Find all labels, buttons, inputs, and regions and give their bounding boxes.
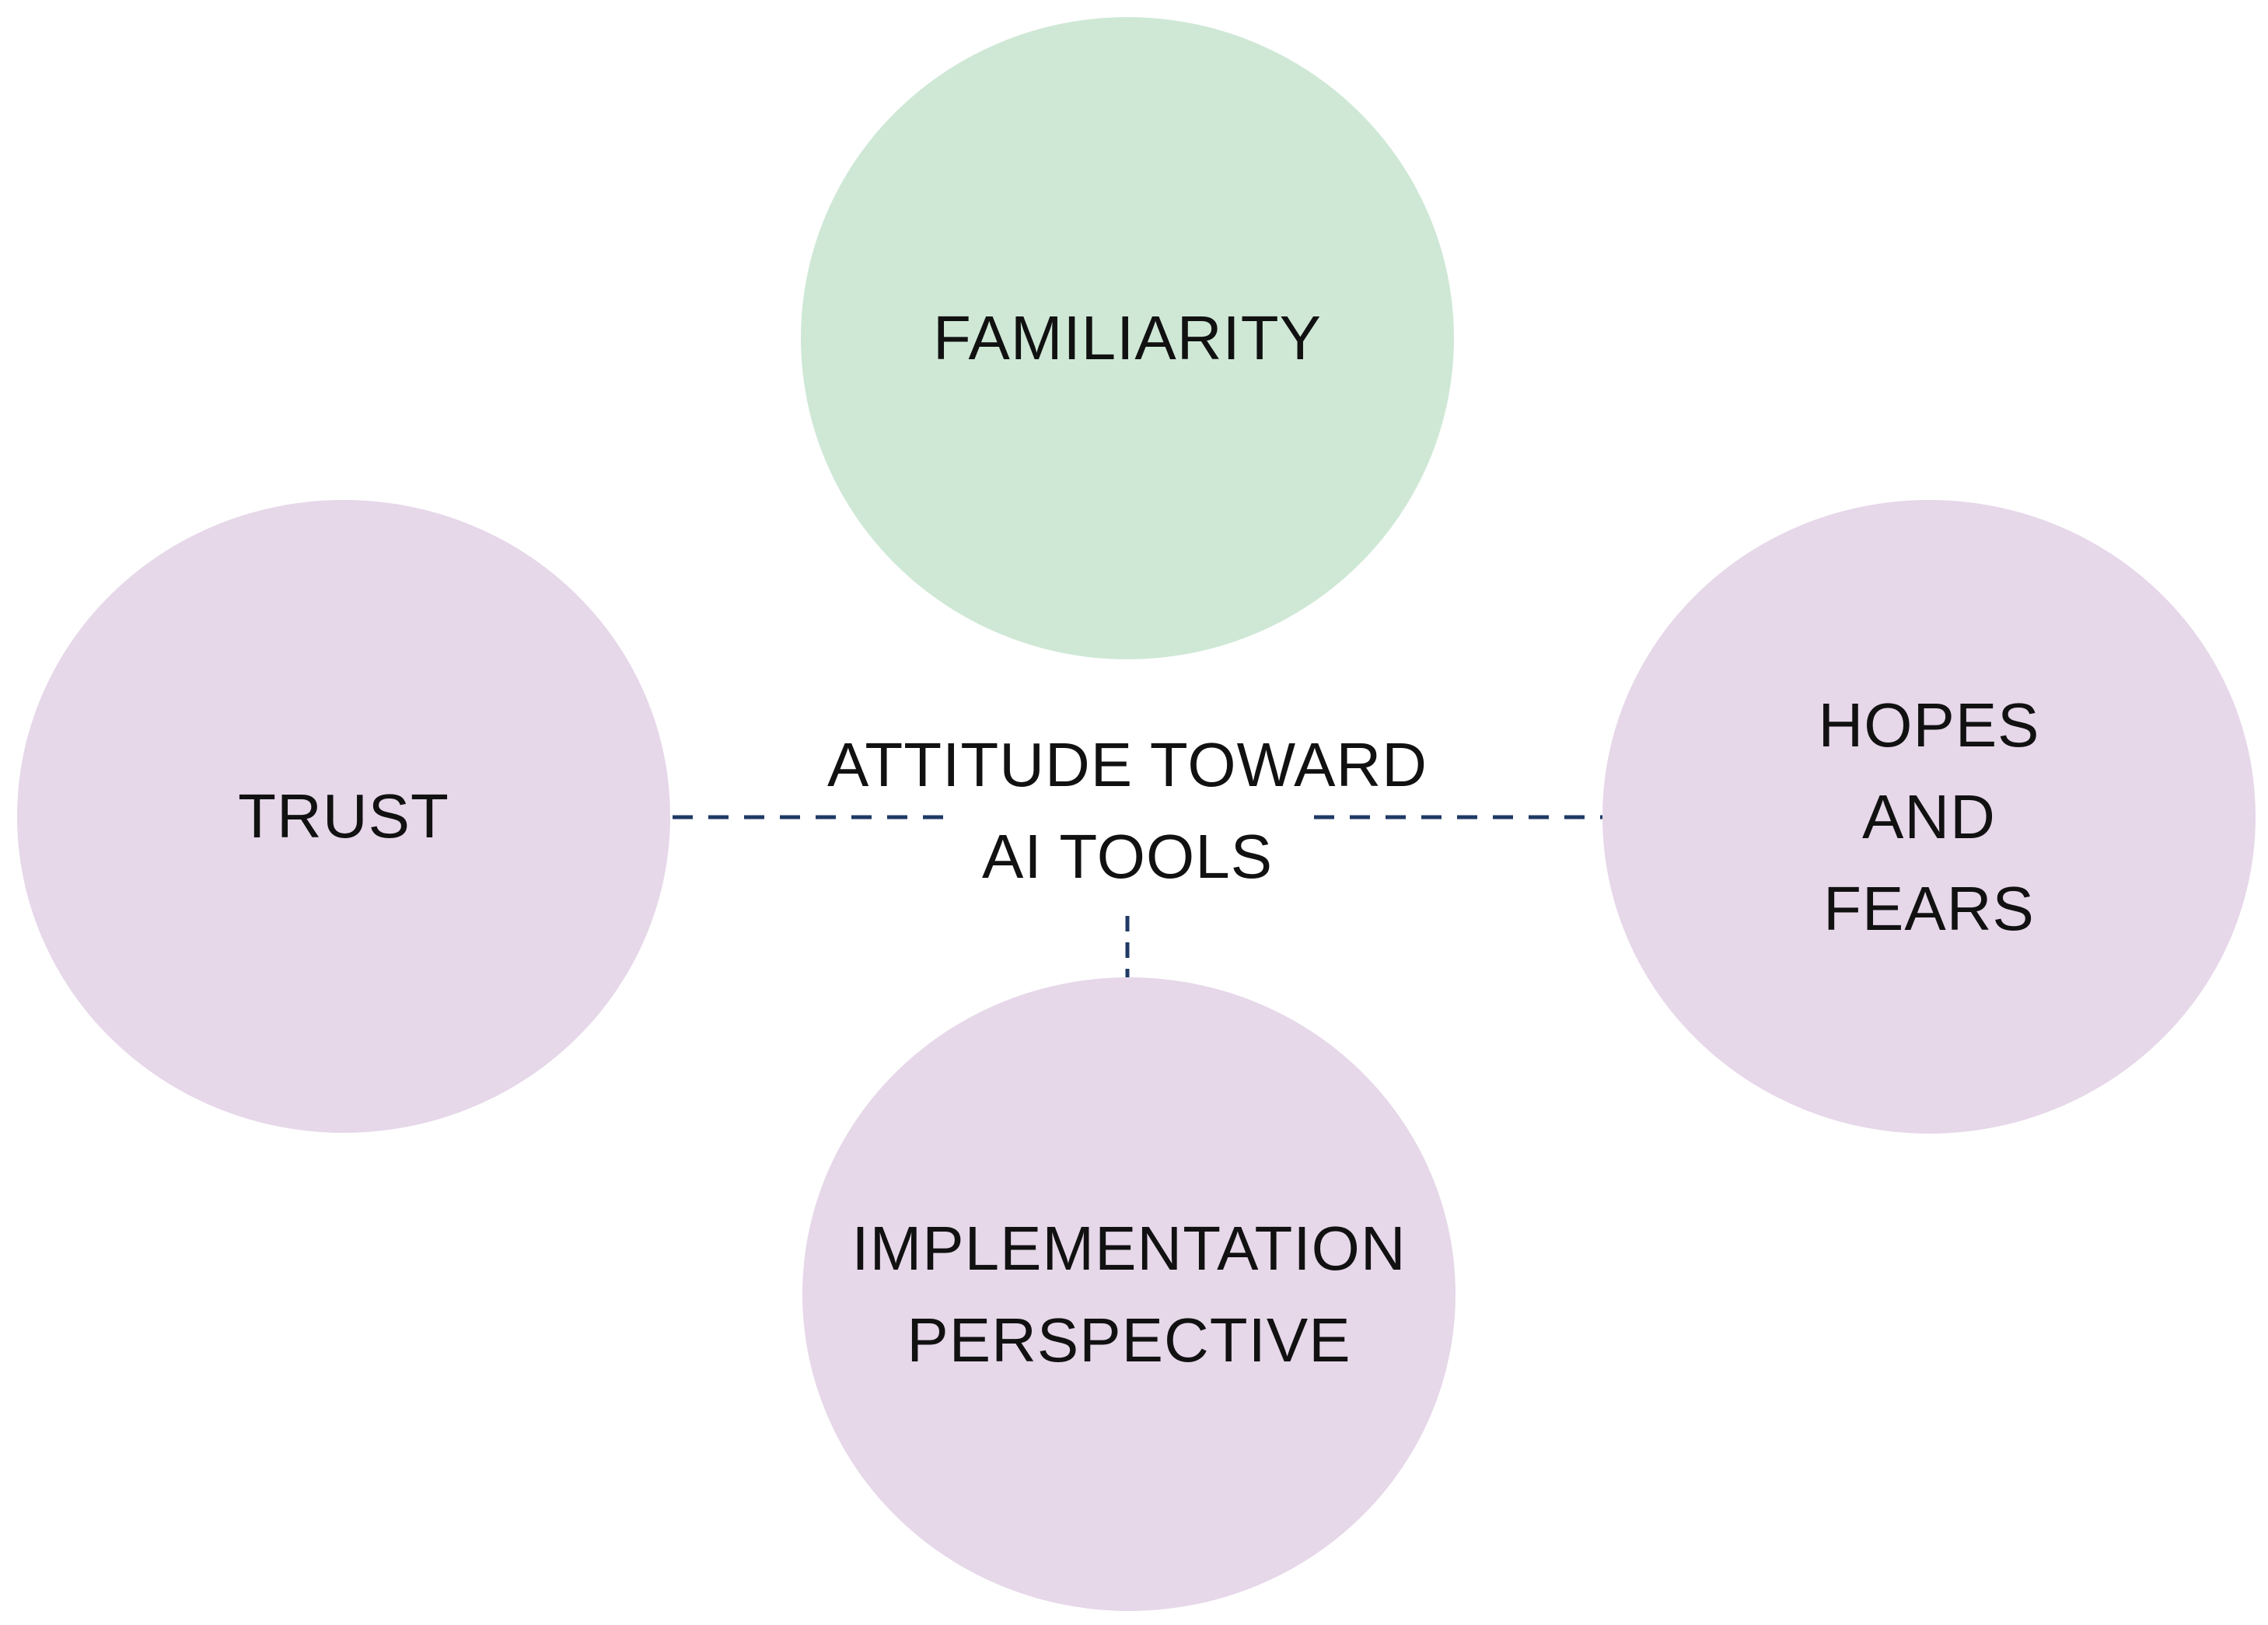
node-implementation-perspective: IMPLEMENTATION PERSPECTIVE [802, 977, 1456, 1611]
node-trust-label: TRUST [238, 781, 449, 851]
node-familiarity-label: FAMILIARITY [933, 303, 1322, 372]
center-label: ATTITUDE TOWARD AI TOOLS [826, 730, 1428, 891]
node-hopes-and-fears: HOPES AND FEARS [1602, 500, 2256, 1134]
node-familiarity: FAMILIARITY [801, 17, 1454, 659]
node-implementation-perspective-label: IMPLEMENTATION PERSPECTIVE [851, 1213, 1407, 1375]
node-hopes-and-fears-label: HOPES AND FEARS [1818, 690, 2040, 943]
node-trust: TRUST [17, 500, 670, 1133]
